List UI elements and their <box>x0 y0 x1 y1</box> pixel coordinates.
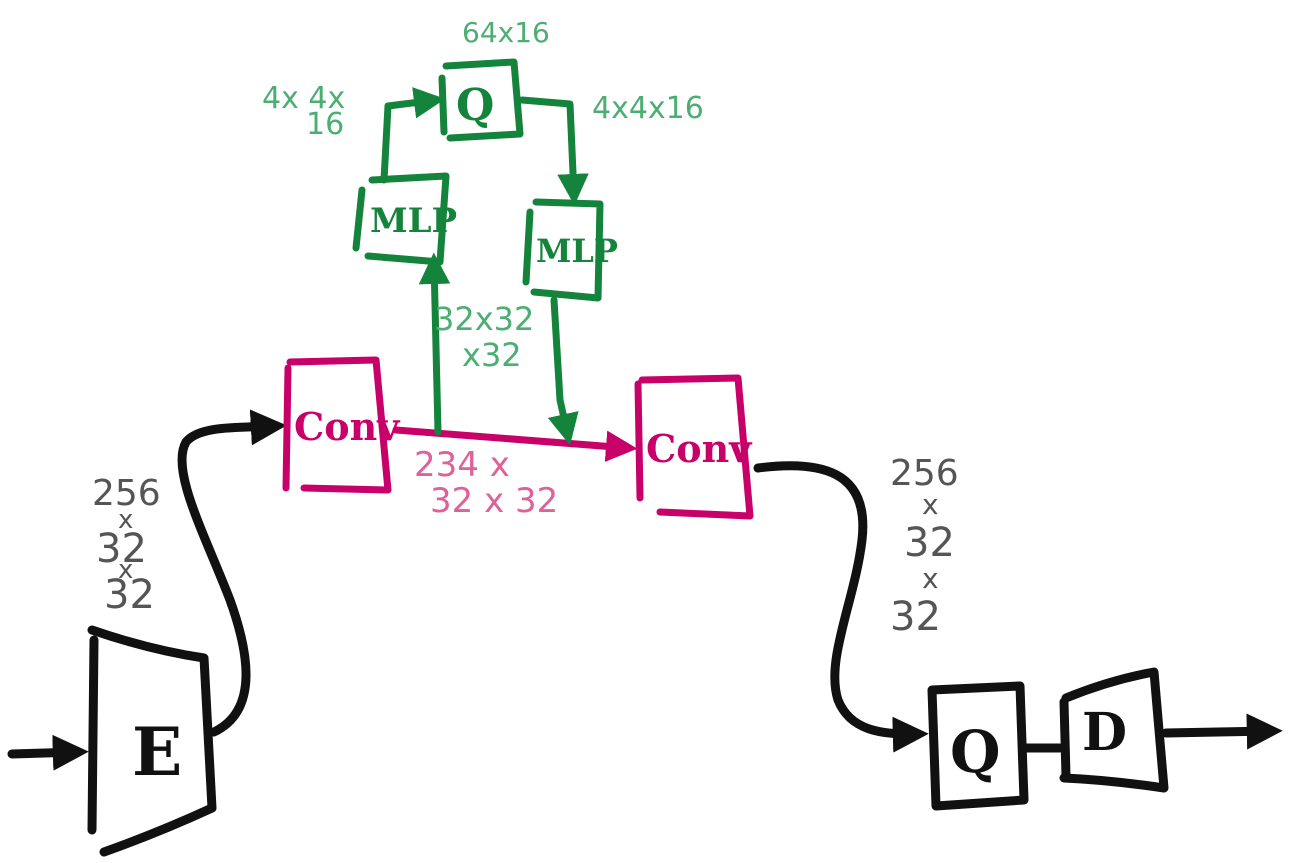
mlp-left-block: MLP <box>352 172 457 266</box>
dims-encoder-out-4: 32 <box>104 572 155 618</box>
quantizer-top-block: Q <box>438 58 524 142</box>
input-arrow <box>7 734 89 771</box>
dims-to-mlp-1: x32 <box>462 336 522 374</box>
dims-encoder-out: 256 x 32 x 32 <box>92 473 161 618</box>
dims-q-to-mlp: 4x4x16 <box>592 91 704 126</box>
mlp-left-label: MLP <box>370 201 457 241</box>
dims-encoder-out-3: x <box>118 555 133 585</box>
dims-mlp-to-q: 4x 4x 16 <box>262 81 345 142</box>
dims-conv-between-1: 32 x 32 <box>430 481 558 521</box>
quantizer-bottom-block: Q <box>927 681 1029 811</box>
conv-to-mlp-arrow <box>418 252 451 436</box>
dims-conv-out-0: 256 <box>890 453 959 494</box>
conv-left-block: Conv <box>282 356 401 494</box>
conv-to-quant-arrow <box>753 461 929 753</box>
encoder-block: E <box>87 625 217 857</box>
dims-conv-between: 234 x 32 x 32 <box>414 445 558 521</box>
quantizer-bottom-label: Q <box>950 718 1001 786</box>
conv-right-block: Conv <box>634 374 754 520</box>
dims-encoder-out-0: 256 <box>92 473 161 514</box>
quantizer-top-label: Q <box>456 80 494 131</box>
dims-conv-out-2: 32 <box>904 520 955 566</box>
encoder-to-conv-arrow <box>177 409 287 737</box>
dims-conv-out-1: x <box>922 488 939 521</box>
mlp-right-label: MLP <box>536 232 618 270</box>
dims-to-mlp: 32x32 x32 <box>434 300 534 374</box>
dims-q-top: 64x16 <box>462 16 550 49</box>
dims-conv-out-3: x <box>922 562 939 595</box>
encoder-label: E <box>132 713 182 791</box>
mlp-to-quant-arrow <box>380 87 446 184</box>
output-arrow <box>1161 713 1283 750</box>
decoder-label: D <box>1082 702 1127 763</box>
dims-mlp-to-q-1: 16 <box>306 107 344 142</box>
dims-to-mlp-0: 32x32 <box>434 300 534 338</box>
mlp-right-block: MLP <box>522 198 618 302</box>
conv-right-label: Conv <box>646 426 753 471</box>
dims-encoder-out-1: x <box>118 505 133 535</box>
mlp-to-conv-arrow <box>547 296 579 446</box>
dims-encoder-out-2: 32 <box>96 526 147 572</box>
dims-mlp-to-q-0: 4x 4x <box>262 81 345 116</box>
decoder-block: D <box>1059 667 1169 793</box>
dims-conv-out: 256 x 32 x 32 <box>890 453 959 640</box>
dims-conv-between-0: 234 x <box>414 445 510 485</box>
conv-left-label: Conv <box>294 404 401 449</box>
dims-conv-out-4: 32 <box>890 594 941 640</box>
quant-to-mlp-arrow <box>518 96 589 206</box>
